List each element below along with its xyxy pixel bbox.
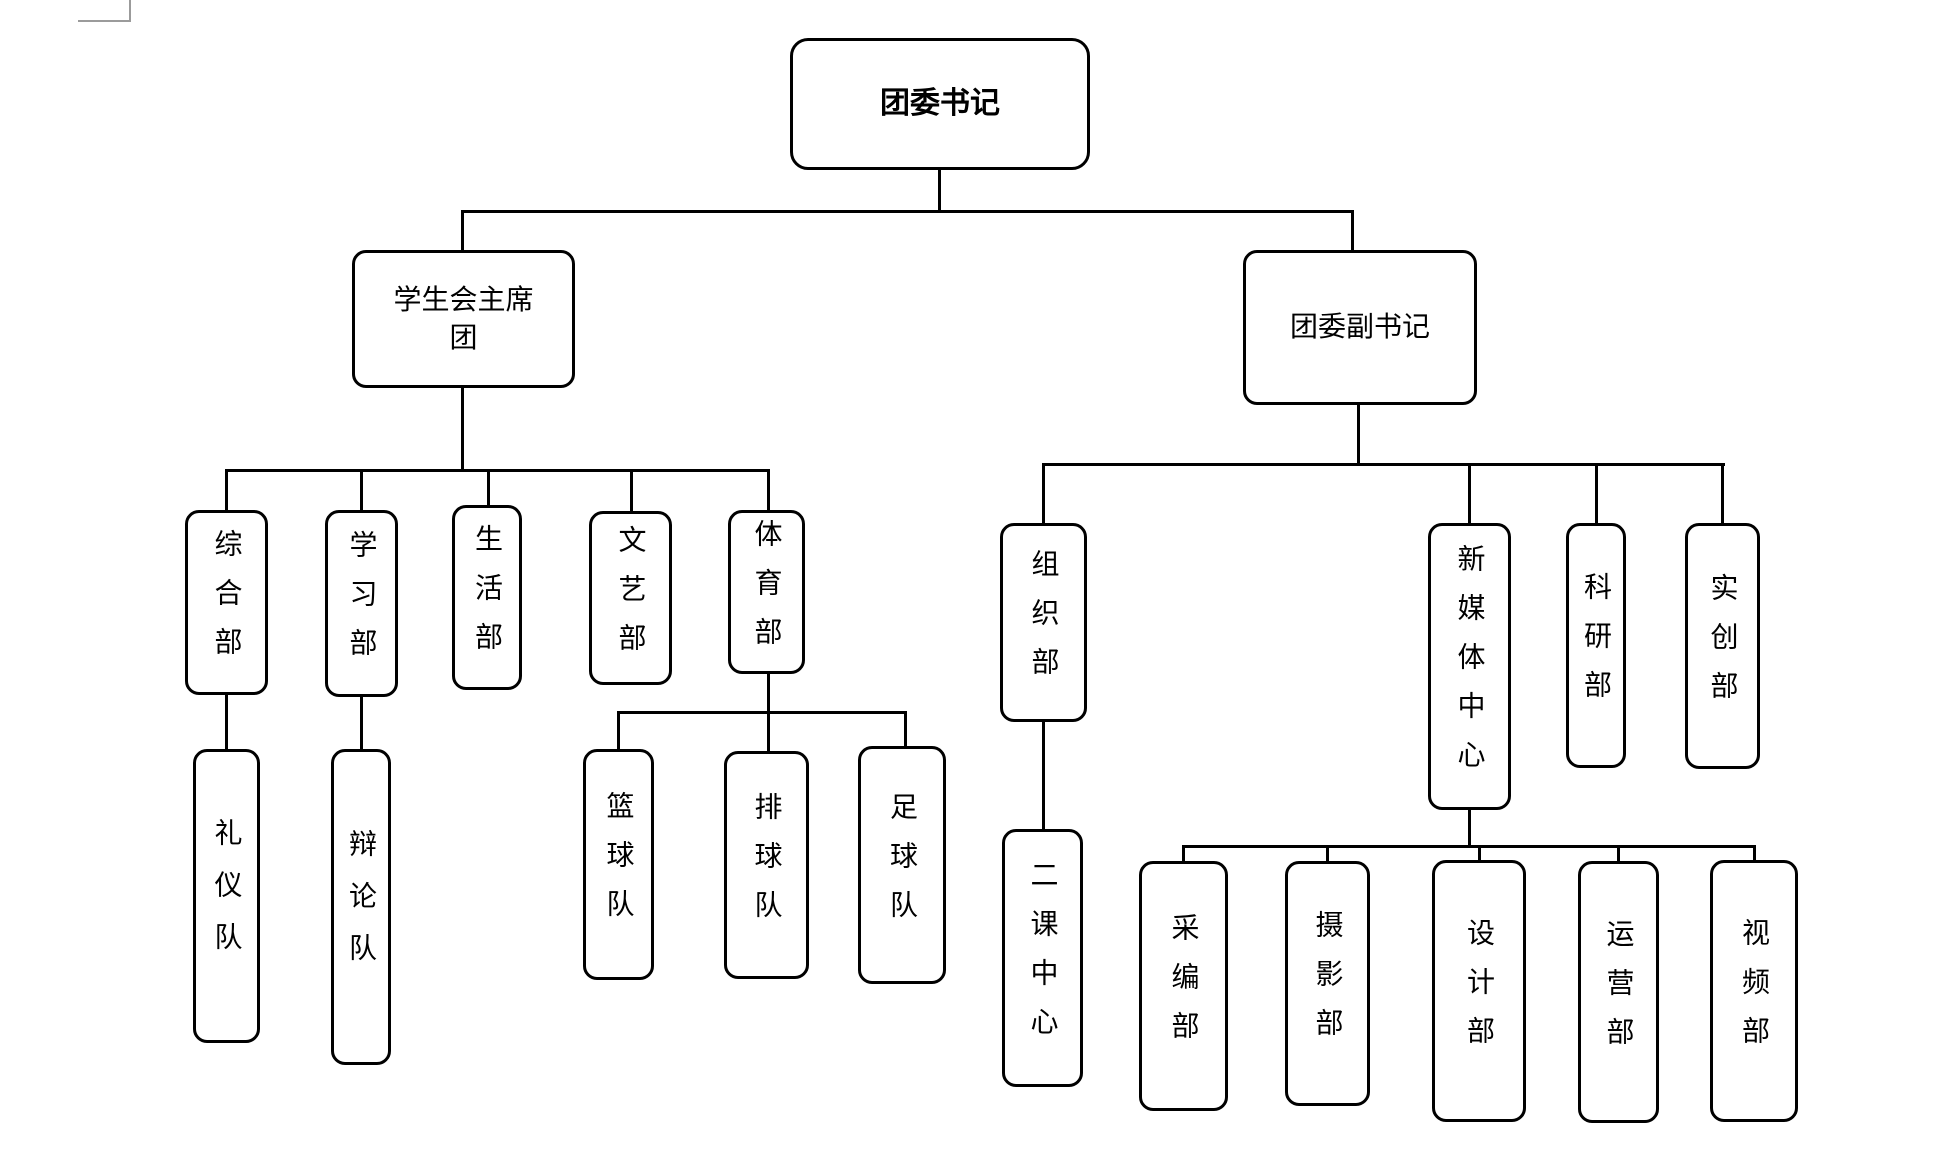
node-football-team[interactable]: 足球队 (858, 746, 946, 984)
edge-drop-video-dept (1753, 845, 1756, 862)
node-label: 采编部 (1168, 912, 1200, 1060)
node-label: 足球队 (887, 791, 918, 939)
edge-drop-organization-dept (1042, 463, 1045, 525)
edge-study-to-debate (360, 695, 363, 751)
edge-new-media-stem (1468, 808, 1471, 848)
edge-drop-football (904, 711, 907, 748)
node-research-dept[interactable]: 科研部 (1566, 523, 1626, 768)
edge-drop-study-dept (360, 469, 363, 512)
node-study-dept[interactable]: 学习部 (325, 510, 398, 697)
node-label: 团委副书记 (1289, 311, 1430, 343)
canvas-page-corner-horizontal (78, 20, 131, 22)
edge-drop-arts-dept (630, 469, 633, 513)
edge-deputy-stem (1357, 403, 1360, 466)
edge-drop-photography-dept (1326, 845, 1329, 863)
edge-drop-design-dept (1478, 845, 1481, 862)
node-operations-dept[interactable]: 运营部 (1578, 861, 1659, 1123)
node-label: 文艺部 (615, 524, 647, 672)
edge-drop-sports-dept (767, 469, 770, 512)
edge-drop-general-dept (225, 469, 228, 512)
node-label: 二课中心 (1027, 860, 1059, 1056)
edge-root-rail (461, 210, 1354, 213)
node-arts-dept[interactable]: 文艺部 (589, 511, 672, 685)
edge-drop-innovation-dept (1721, 463, 1724, 525)
node-label: 综合部 (211, 529, 243, 676)
edge-drop-editing-dept (1182, 845, 1185, 863)
node-label: 视频部 (1739, 917, 1770, 1065)
node-label: 设计部 (1464, 917, 1495, 1065)
edge-drop-presidium (461, 210, 464, 252)
node-label: 新媒体中心 (1454, 544, 1486, 789)
node-basketball-team[interactable]: 篮球队 (583, 749, 654, 980)
node-general-dept[interactable]: 综合部 (185, 510, 268, 695)
node-etiquette-team[interactable]: 礼仪队 (193, 749, 260, 1043)
node-volleyball-team[interactable]: 排球队 (724, 751, 809, 979)
edge-organization-to-second-class (1042, 720, 1045, 831)
node-label: 科研部 (1581, 572, 1612, 719)
edge-root-stem (938, 170, 941, 212)
edge-drop-basketball (617, 711, 620, 751)
canvas-page-corner-vertical (129, 0, 131, 22)
edge-presidium-rail (225, 469, 770, 472)
node-design-dept[interactable]: 设计部 (1432, 860, 1526, 1122)
node-label: 辩论队 (346, 829, 377, 985)
node-label: 组织部 (1028, 549, 1060, 696)
edge-drop-operations-dept (1617, 845, 1620, 863)
node-photography-dept[interactable]: 摄影部 (1285, 861, 1370, 1106)
edge-drop-research-dept (1595, 463, 1598, 525)
edge-drop-deputy (1351, 210, 1354, 252)
node-label: 篮球队 (603, 791, 635, 938)
node-label: 体育部 (751, 518, 783, 666)
node-presidium[interactable]: 学生会主席团 (352, 250, 575, 388)
node-label: 运营部 (1603, 918, 1635, 1066)
node-editing-dept[interactable]: 采编部 (1139, 861, 1228, 1111)
edge-sports-stem (767, 672, 770, 714)
node-label: 排球队 (751, 791, 783, 939)
edge-drop-new-media-center (1468, 463, 1471, 525)
node-label: 团委书记 (880, 86, 1000, 120)
edge-general-to-etiquette (225, 693, 228, 751)
edge-deputy-rail (1042, 463, 1725, 466)
node-label: 摄影部 (1312, 910, 1344, 1057)
edge-drop-volleyball (767, 711, 770, 753)
node-video-dept[interactable]: 视频部 (1710, 860, 1798, 1122)
node-label: 礼仪队 (211, 818, 243, 974)
node-label: 实创部 (1707, 572, 1739, 720)
edge-drop-life-dept (487, 469, 490, 507)
node-deputy-secretary[interactable]: 团委副书记 (1243, 250, 1477, 405)
node-innovation-dept[interactable]: 实创部 (1685, 523, 1760, 769)
node-new-media-center[interactable]: 新媒体中心 (1428, 523, 1511, 810)
edge-new-media-rail (1182, 845, 1756, 848)
edge-presidium-stem (461, 386, 464, 472)
node-secretary[interactable]: 团委书记 (790, 38, 1090, 170)
node-organization-dept[interactable]: 组织部 (1000, 523, 1087, 722)
node-second-class-center[interactable]: 二课中心 (1002, 829, 1083, 1087)
node-label: 学生会主席团 (393, 283, 534, 353)
node-life-dept[interactable]: 生活部 (452, 505, 522, 690)
node-sports-dept[interactable]: 体育部 (728, 510, 805, 674)
node-label: 学习部 (346, 530, 378, 677)
node-label: 生活部 (472, 524, 503, 671)
node-debate-team[interactable]: 辩论队 (331, 749, 391, 1065)
edge-sports-rail (617, 711, 907, 714)
